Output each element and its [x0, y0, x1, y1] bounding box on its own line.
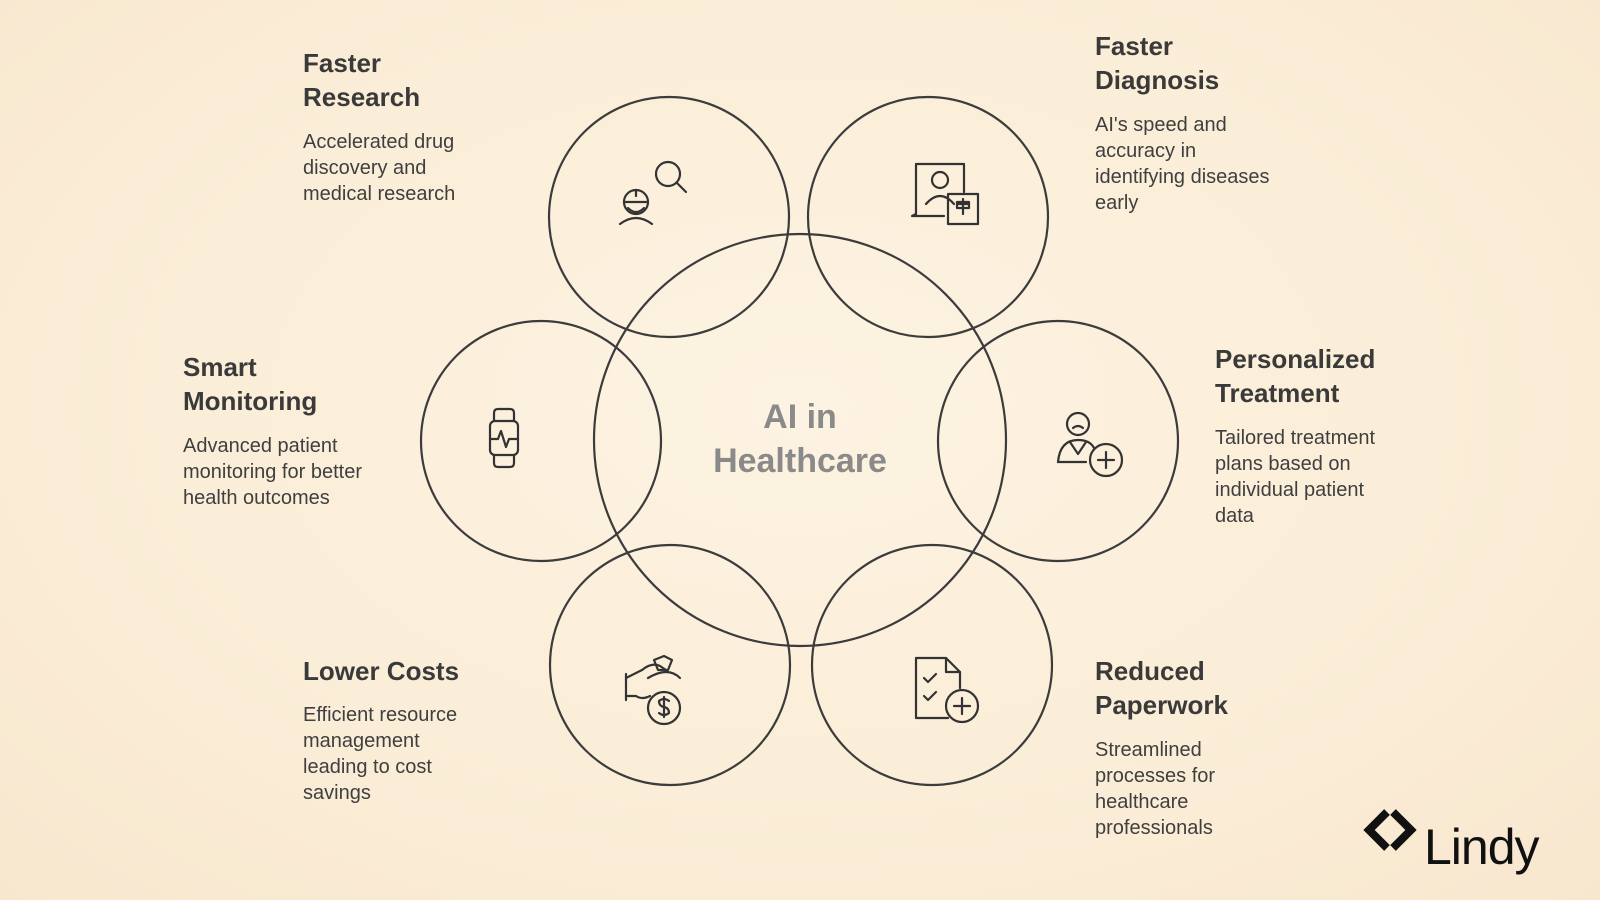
circle-faster-research	[547, 95, 791, 339]
circle-lower-costs	[548, 543, 792, 787]
item-description: Efficient resource management leading to…	[303, 704, 458, 805]
checklist-plus-icon	[914, 656, 980, 724]
money-bag-hand-icon	[624, 654, 682, 726]
item-title: Smart Monitoring	[183, 352, 318, 417]
circle-personalized-treatment	[936, 319, 1180, 563]
researcher-search-icon	[618, 160, 688, 226]
item-title: Personalized Treatment	[1215, 344, 1376, 409]
brand-logo: Lindy	[1370, 818, 1540, 876]
item-description: Advanced patient monitoring for better h…	[183, 434, 362, 509]
item-personalized-treatment: Personalized Treatment Tailored treatmen…	[1215, 342, 1375, 529]
item-title: Faster Diagnosis	[1095, 31, 1220, 96]
item-title: Faster Research	[303, 48, 421, 113]
lindy-logo-icon	[1363, 809, 1417, 851]
doctor-plus-icon	[1056, 411, 1124, 478]
item-lower-costs: Lower Costs Efficient resource managemen…	[303, 654, 459, 806]
item-reduced-paperwork: Reduced Paperwork Streamlined processes …	[1095, 654, 1228, 841]
item-description: AI's speed and accuracy in identifying d…	[1095, 113, 1270, 214]
center-title: AI in Healthcare	[713, 398, 887, 481]
circle-reduced-paperwork	[810, 543, 1054, 787]
item-faster-research: Faster Research Accelerated drug discove…	[303, 46, 455, 207]
medical-profile-icon	[910, 162, 980, 226]
central-circle	[592, 232, 1008, 648]
brand-name: Lindy	[1424, 819, 1540, 875]
item-smart-monitoring: Smart Monitoring Advanced patient monito…	[183, 350, 362, 511]
item-description: Accelerated drug discovery and medical r…	[303, 130, 456, 205]
item-description: Streamlined processes for healthcare pro…	[1095, 738, 1216, 839]
item-title: Reduced Paperwork	[1095, 656, 1228, 721]
circle-smart-monitoring	[419, 319, 663, 563]
item-description: Tailored treatment plans based on indivi…	[1215, 426, 1376, 527]
item-title: Lower Costs	[303, 656, 460, 686]
smartwatch-icon	[488, 407, 520, 469]
circle-faster-diagnosis	[806, 95, 1050, 339]
item-faster-diagnosis: Faster Diagnosis AI's speed and accuracy…	[1095, 29, 1270, 216]
